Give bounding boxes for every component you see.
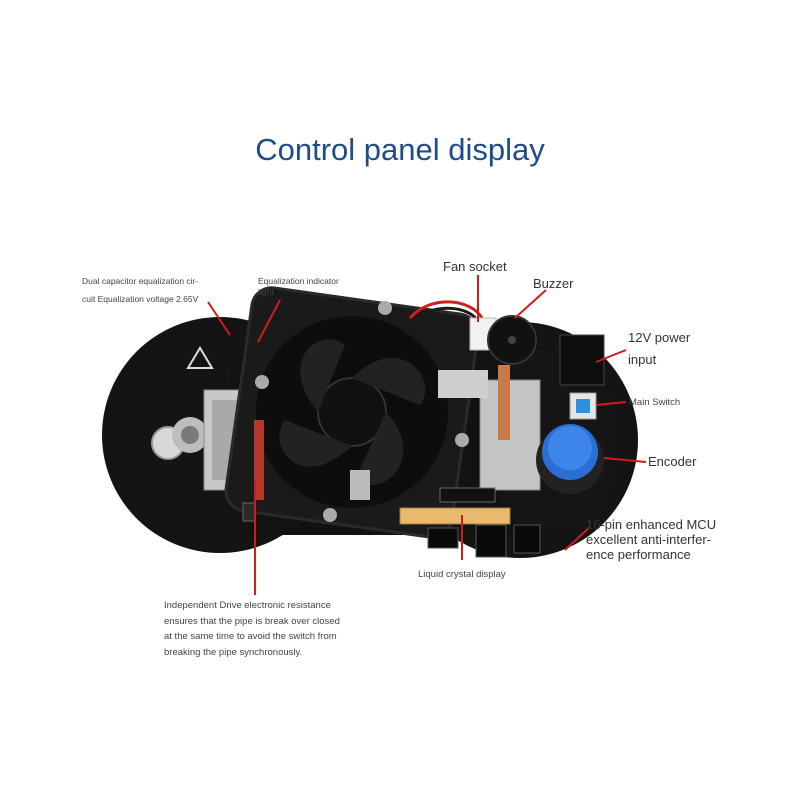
pointer-lines: [207, 275, 647, 595]
label-equalization-light: Equalization indicator light: [258, 276, 339, 297]
label-power-input: 12V power input: [628, 330, 691, 367]
label-encoder: Encoder: [648, 454, 697, 469]
fan-screw: [455, 433, 469, 447]
label-mcu: 16-pin enhanced MCU excellent anti-inter…: [586, 517, 717, 562]
label-drive: Independent Drive electronic resistance …: [164, 600, 340, 658]
power-jack: [559, 334, 605, 386]
page-title: Control panel display: [255, 132, 545, 167]
fan-screw: [378, 301, 392, 315]
label-dual-capacitor: Dual capacitor equalization cir- cuit Eq…: [82, 276, 199, 304]
drive-resistor: [254, 420, 264, 500]
label-main-switch: Main Switch: [629, 397, 681, 408]
mcu-chip: [475, 524, 507, 558]
warning-icon: [186, 346, 214, 369]
label-buzzer: Buzzer: [533, 276, 574, 291]
fan-screw: [323, 508, 337, 522]
label-lcd: Liquid crystal display: [418, 569, 506, 580]
shunt-resistor: [498, 365, 510, 440]
label-fan-socket: Fan socket: [443, 259, 507, 274]
lcd-header: [399, 507, 511, 525]
fan-screw: [255, 375, 269, 389]
